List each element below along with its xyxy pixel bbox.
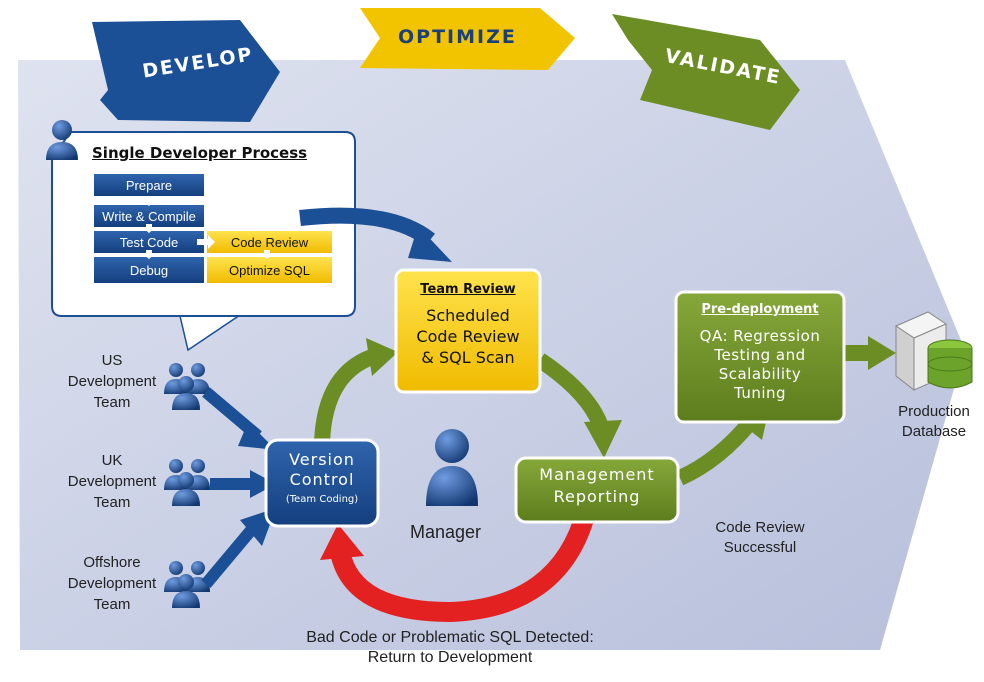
database-server-icon	[894, 311, 973, 392]
version-control-box	[264, 438, 380, 528]
step-arrows	[142, 196, 274, 259]
develop-banner	[92, 20, 280, 122]
failure-label: Bad Code or Problematic SQL Detected: Re…	[306, 629, 594, 666]
step-optimize-sql-bg	[207, 257, 332, 283]
single-developer-title: Single Developer Process	[92, 144, 308, 162]
optimize-banner	[360, 8, 575, 70]
step-test-code: Test Code	[119, 234, 179, 250]
validate-banner	[612, 14, 800, 130]
success-label: Code Review Successful	[715, 519, 805, 556]
predeployment-box	[674, 290, 846, 424]
manager-icon	[426, 429, 478, 506]
manager-label: Manager	[410, 522, 482, 542]
step-debug-bg	[94, 257, 204, 283]
cycle-arrow-up	[314, 347, 381, 443]
step-prepare: Prepare	[125, 177, 173, 193]
step-code-review-bg	[207, 231, 332, 253]
step-optimize-sql: Optimize SQL	[229, 262, 310, 278]
step-test-bg	[94, 231, 204, 253]
version-control-label: Version Control (Team Coding)	[285, 450, 359, 505]
management-reporting-box	[514, 456, 680, 524]
step-write-compile: Write & Compile	[102, 208, 196, 224]
step-code-review: Code Review	[230, 234, 309, 250]
step-prepare-bg	[94, 174, 204, 196]
developer-person-icon	[46, 120, 78, 160]
step-write-bg	[94, 205, 204, 227]
step-debug: Debug	[129, 262, 169, 278]
failure-arrow	[330, 509, 596, 623]
phase-optimize-label: OPTIMIZE	[398, 26, 517, 48]
to-predeploy-arrow	[676, 414, 759, 486]
predeployment-label: Pre-deployment QA: Regression Testing an…	[699, 302, 821, 402]
team-review-box	[394, 268, 542, 394]
management-reporting-label: Management Reporting	[539, 465, 655, 506]
production-database-label: Production Database	[898, 403, 970, 440]
team-review-label: Team Review Scheduled Code Review & SQL …	[416, 282, 520, 367]
team-icons	[164, 363, 210, 608]
